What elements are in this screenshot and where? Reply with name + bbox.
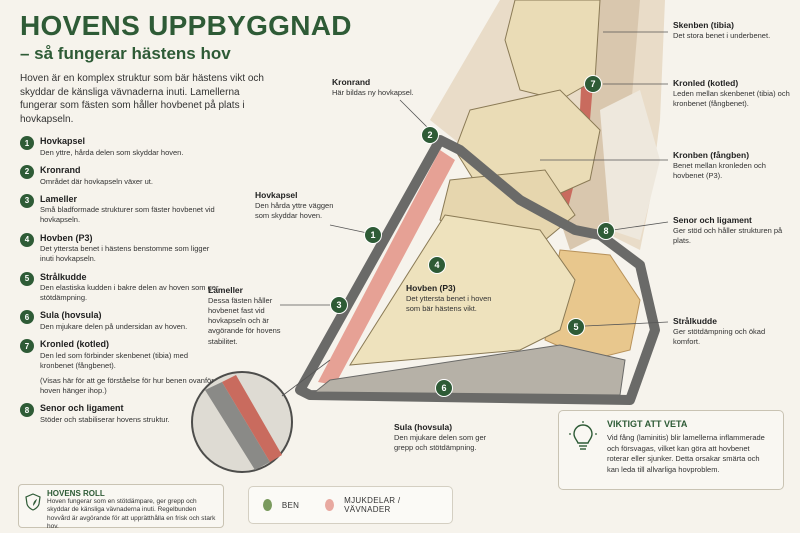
label-hovkapsel: Hovkapsel Den hårda yttre väggen som sky…: [255, 190, 340, 221]
label-title: Senor och ligament: [673, 215, 752, 225]
list-number: 1: [20, 136, 34, 150]
label-title: Lameller: [208, 285, 243, 295]
label-desc: Det stora benet i underbenet.: [673, 31, 771, 41]
hoof-role-box: HOVENS ROLL Hoven fungerar som en stötdä…: [18, 484, 224, 530]
important-info-title: VIKTIGT ATT VETA: [607, 419, 688, 429]
label-title: Hovben (P3): [406, 283, 456, 293]
label-skenben: Skenben (tibia) Det stora benet i underb…: [673, 20, 788, 41]
list-item-desc: Den elastiska kudden i bakre delen av ho…: [40, 283, 219, 303]
page-subtitle: – så fungerar hästens hov: [20, 44, 231, 63]
list-item: 6 Sula (hovsula) Den mjukare delen på un…: [20, 310, 220, 332]
lamellae-magnifier: [191, 359, 331, 473]
label-stralkudde: Strålkudde Ger stötdämpning och ökad kom…: [673, 316, 783, 347]
label-hovben: Hovben (P3) Det yttersta benet i hoven s…: [406, 283, 501, 314]
label-kronled: Kronled (kotled) Leden mellan skenbenet …: [673, 78, 791, 109]
hair-fringe: [600, 90, 660, 240]
list-item-desc: Den yttre, hårda delen som skyddar hoven…: [40, 147, 184, 157]
label-kronben: Kronben (fångben) Benet mellan kronleden…: [673, 150, 791, 181]
bone-legend-label: BEN: [281, 500, 300, 510]
badge-5: 5: [567, 318, 585, 336]
label-title: Kronled (kotled): [673, 78, 739, 88]
lamellae-band: [318, 150, 455, 385]
badge-7: 7: [584, 75, 602, 93]
list-item: 2 Kronrand Området där hovkapseln växer …: [20, 164, 220, 187]
label-title: Kronben (fångben): [673, 150, 750, 160]
page-title: HOVENS UPPBYGGNAD: [20, 10, 352, 41]
label-kronrand: Kronrand Här bildas ny hovkapsel.: [332, 77, 442, 98]
label-desc: Dessa fästen håller hovbenet fast vid ho…: [208, 296, 281, 346]
label-desc: Ger stöd och håller strukturen på plats.: [673, 226, 783, 246]
list-item-title: Hovkapsel: [40, 136, 86, 146]
list-item-title: Kronled (kotled): [40, 339, 109, 350]
badge-4: 4: [428, 256, 446, 274]
label-desc: Den mjukare delen som ger grepp och stöt…: [394, 433, 487, 453]
sole: [313, 344, 626, 396]
important-info-text: Vid fång (laminitis) blir lamellerna inf…: [607, 433, 765, 474]
soft-tissue-legend-label: MJUKDELAR / VÄVNADER: [344, 496, 401, 514]
label-senor: Senor och ligament Ger stöd och håller s…: [673, 215, 788, 246]
list-item-title: Strålkudde: [40, 271, 87, 282]
list-item: 1 Hovkapsel Den yttre, hårda delen som s…: [20, 136, 220, 158]
badge-2: 2: [421, 126, 439, 144]
parts-list: 1 Hovkapsel Den yttre, hårda delen som s…: [20, 136, 220, 432]
label-title: Skenben (tibia): [673, 20, 734, 30]
list-number: 2: [20, 164, 34, 179]
list-number: 8: [20, 403, 34, 418]
label-desc: Ger stötdämpning och ökad komfort.: [673, 327, 766, 347]
color-legend: BEN MJUKDELAR / VÄVNADER: [248, 486, 453, 524]
list-item-desc: Området där hovkapseln växer ut.: [40, 176, 153, 186]
hoof-role-title: HOVENS ROLL: [47, 489, 105, 498]
hoof-role-text: Hoven fungerar som en stötdämpare, ger g…: [47, 498, 216, 531]
label-desc: Det yttersta benet i hoven som bär häste…: [406, 294, 492, 314]
list-number: 5: [20, 271, 34, 286]
label-sula: Sula (hovsula) Den mjukare delen som ger…: [394, 422, 494, 453]
list-number: 7: [20, 339, 34, 354]
list-item-desc: Små bladformade strukturer som fäster ho…: [40, 205, 215, 225]
hoof-capsule: [295, 135, 660, 405]
list-item: 3 Lameller Små bladformade strukturer so…: [20, 193, 220, 226]
list-item: 8 Senor och ligament Stöder och stabilis…: [20, 403, 220, 425]
list-number: 3: [20, 193, 34, 208]
lightbulb-icon: [569, 421, 597, 450]
label-desc: Här bildas ny hovkapsel.: [332, 88, 414, 98]
list-item-title: Hovben (P3): [40, 232, 93, 243]
list-number: 4: [20, 232, 34, 247]
list-item: 7 Kronled (kotled) Den led som förbinder…: [20, 339, 220, 396]
list-item-desc: Det yttersta benet i hästens benstomme s…: [40, 244, 210, 264]
coffin-bone: [349, 214, 576, 366]
list-item-note: (Visas här för att ge förståelse för hur…: [40, 376, 214, 396]
list-number: 6: [20, 310, 34, 325]
important-info-box: VIKTIGT ATT VETA Vid fång (laminitis) bl…: [558, 410, 784, 490]
tendons-ligaments: [560, 0, 640, 250]
intro-text: Hoven är en komplex struktur som bär häs…: [20, 73, 264, 125]
label-title: Sula (hovsula): [394, 422, 453, 432]
list-item-title: Kronrand: [40, 164, 81, 175]
list-item-desc: Den led som förbinder skenbenet (tibia) …: [40, 350, 188, 371]
list-item: 4 Hovben (P3) Det yttersta benet i häste…: [20, 232, 220, 265]
list-item-title: Sula (hovsula): [40, 310, 102, 321]
badge-3: 3: [330, 296, 348, 314]
label-title: Kronrand: [332, 77, 371, 87]
label-desc: Den hårda yttre väggen som skyddar hoven…: [255, 201, 334, 221]
label-title: Hovkapsel: [255, 190, 298, 200]
label-lameller: Lameller Dessa fästen håller hovbenet fa…: [208, 285, 300, 347]
label-desc: Leden mellan skenbenet (tibia) och kronb…: [673, 89, 790, 109]
shield-leaf-icon: [25, 493, 41, 511]
list-item: 5 Strålkudde Den elastiska kudden i bakr…: [20, 271, 220, 304]
badge-1: 1: [364, 226, 382, 244]
label-title: Strålkudde: [673, 316, 717, 326]
bone-color-dot: [263, 499, 272, 511]
list-item-title: Lameller: [40, 193, 78, 204]
list-item-desc: Den mjukare delen på undersidan av hoven…: [40, 322, 188, 332]
label-desc: Benet mellan kronleden och hovbenet (P3)…: [673, 161, 766, 181]
list-item-desc: Stöder och stabiliserar hovens struktur.: [40, 415, 170, 425]
soft-tissue-color-dot: [325, 499, 335, 511]
list-item-title: Senor och ligament: [40, 403, 124, 414]
badge-8: 8: [597, 222, 615, 240]
badge-6: 6: [435, 379, 453, 397]
